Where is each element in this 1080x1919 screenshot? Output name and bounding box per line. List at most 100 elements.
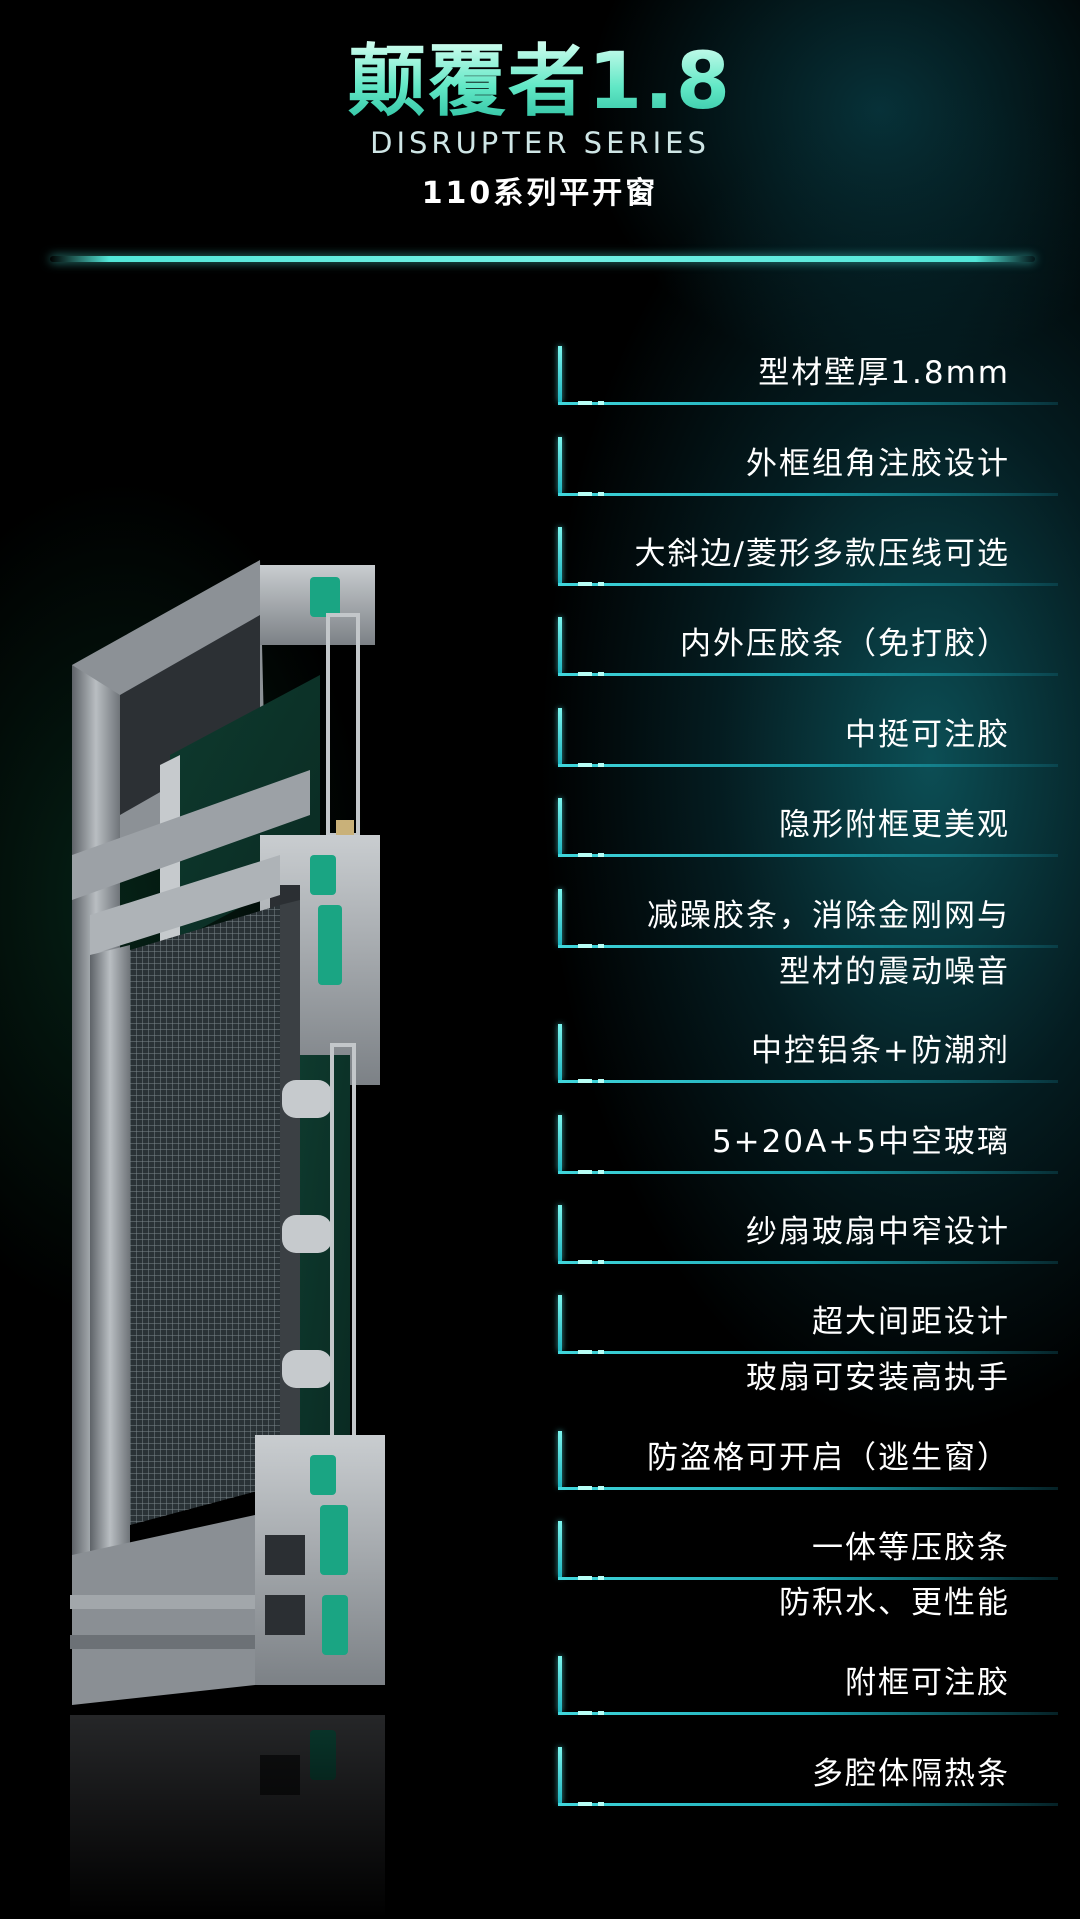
feature-marker [558, 889, 562, 945]
feature-marker [558, 617, 562, 673]
feature-underline [558, 945, 1058, 948]
feature-underline [558, 1171, 1058, 1174]
feature-label: 纱扇玻扇中窄设计 [746, 1214, 1010, 1250]
header-divider [50, 256, 1035, 262]
feature-marker [558, 346, 562, 402]
feature-dash [578, 582, 592, 586]
feature-label-continued: 型材的震动噪音 [779, 954, 1010, 990]
header: 颠覆者1.8 DISRUPTER SERIES 110系列平开窗 [0, 0, 1080, 230]
feature-item: 大斜边/菱形多款压线可选 [558, 525, 1058, 587]
feature-label: 多腔体隔热条 [812, 1756, 1010, 1792]
feature-item: 隐形附框更美观 [558, 796, 1058, 858]
feature-dash [598, 582, 604, 586]
feature-item: 一体等压胶条 [558, 1519, 1058, 1581]
feature-label: 减躁胶条，消除金刚网与 [647, 898, 1010, 934]
feature-dash [578, 401, 592, 405]
feature-dash [598, 492, 604, 496]
feature-label: 内外压胶条（免打胶） [680, 626, 1010, 662]
feature-underline [558, 1080, 1058, 1083]
feature-item: 中控铝条+防潮剂 [558, 1022, 1058, 1084]
feature-dash [598, 672, 604, 676]
feature-marker [558, 1024, 562, 1080]
feature-label: 中挺可注胶 [845, 717, 1010, 753]
page-title: 颠覆者1.8 [0, 38, 1080, 126]
feature-dash [598, 1170, 604, 1174]
feature-dash [578, 1170, 592, 1174]
feature-label: 超大间距设计 [812, 1304, 1010, 1340]
feature-underline [558, 1577, 1058, 1580]
feature-dash [578, 763, 592, 767]
feature-item: 纱扇玻扇中窄设计 [558, 1203, 1058, 1265]
feature-underline [558, 854, 1058, 857]
feature-marker [558, 708, 562, 764]
feature-item: 外框组角注胶设计 [558, 435, 1058, 497]
feature-dash [598, 401, 604, 405]
feature-item: 5+20A+5中空玻璃 [558, 1113, 1058, 1175]
feature-dash [598, 1486, 604, 1490]
feature-dash [578, 1486, 592, 1490]
feature-dash [578, 853, 592, 857]
feature-dash [598, 944, 604, 948]
feature-item: 多腔体隔热条 [558, 1745, 1058, 1807]
feature-label: 型材壁厚1.8mm [758, 355, 1010, 391]
feature-dash [578, 944, 592, 948]
feature-dash [598, 1576, 604, 1580]
feature-dash [578, 1350, 592, 1354]
feature-marker [558, 1656, 562, 1712]
feature-underline [558, 1803, 1058, 1806]
feature-dash [578, 1079, 592, 1083]
feature-underline [558, 1261, 1058, 1264]
feature-dash [598, 853, 604, 857]
mesh-screen [130, 905, 280, 1525]
feature-label: 防盗格可开启（逃生窗） [647, 1440, 1010, 1476]
feature-underline [558, 1487, 1058, 1490]
feature-label-continued: 玻扇可安装高执手 [746, 1360, 1010, 1396]
feature-underline [558, 1712, 1058, 1715]
feature-dash [598, 1260, 604, 1264]
feature-label: 外框组角注胶设计 [746, 446, 1010, 482]
feature-dash [598, 1350, 604, 1354]
feature-marker [558, 527, 562, 583]
window-profile-illustration [70, 560, 490, 1919]
feature-dash [578, 672, 592, 676]
feature-label: 隐形附框更美观 [779, 807, 1010, 843]
feature-marker [558, 1205, 562, 1261]
feature-item: 附框可注胶 [558, 1654, 1058, 1716]
feature-marker [558, 1747, 562, 1803]
feature-marker [558, 1115, 562, 1171]
feature-underline [558, 493, 1058, 496]
feature-underline [558, 673, 1058, 676]
feature-underline [558, 583, 1058, 586]
feature-marker [558, 798, 562, 854]
feature-dash [578, 492, 592, 496]
feature-underline [558, 764, 1058, 767]
feature-label: 大斜边/菱形多款压线可选 [634, 536, 1010, 572]
feature-label: 中控铝条+防潮剂 [751, 1033, 1010, 1069]
feature-dash [598, 1711, 604, 1715]
feature-dash [578, 1576, 592, 1580]
feature-item: 型材壁厚1.8mm [558, 344, 1058, 406]
feature-item: 中挺可注胶 [558, 706, 1058, 768]
feature-dash [598, 1079, 604, 1083]
feature-item: 内外压胶条（免打胶） [558, 615, 1058, 677]
feature-marker [558, 1431, 562, 1487]
feature-label: 5+20A+5中空玻璃 [711, 1124, 1010, 1160]
feature-underline [558, 1351, 1058, 1354]
feature-underline [558, 402, 1058, 405]
feature-label: 一体等压胶条 [812, 1530, 1010, 1566]
feature-marker [558, 1521, 562, 1577]
feature-item: 防盗格可开启（逃生窗） [558, 1429, 1058, 1491]
feature-label-continued: 防积水、更性能 [779, 1585, 1010, 1621]
series-name: 110系列平开窗 [421, 176, 659, 211]
feature-marker [558, 1295, 562, 1351]
page-subtitle: DISRUPTER SERIES [370, 126, 710, 160]
feature-item: 减躁胶条，消除金刚网与 [558, 887, 1058, 949]
feature-dash [598, 763, 604, 767]
feature-dash [578, 1260, 592, 1264]
feature-marker [558, 437, 562, 493]
feature-dash [578, 1711, 592, 1715]
feature-label: 附框可注胶 [845, 1665, 1010, 1701]
feature-dash [578, 1802, 592, 1806]
feature-item: 超大间距设计 [558, 1293, 1058, 1355]
